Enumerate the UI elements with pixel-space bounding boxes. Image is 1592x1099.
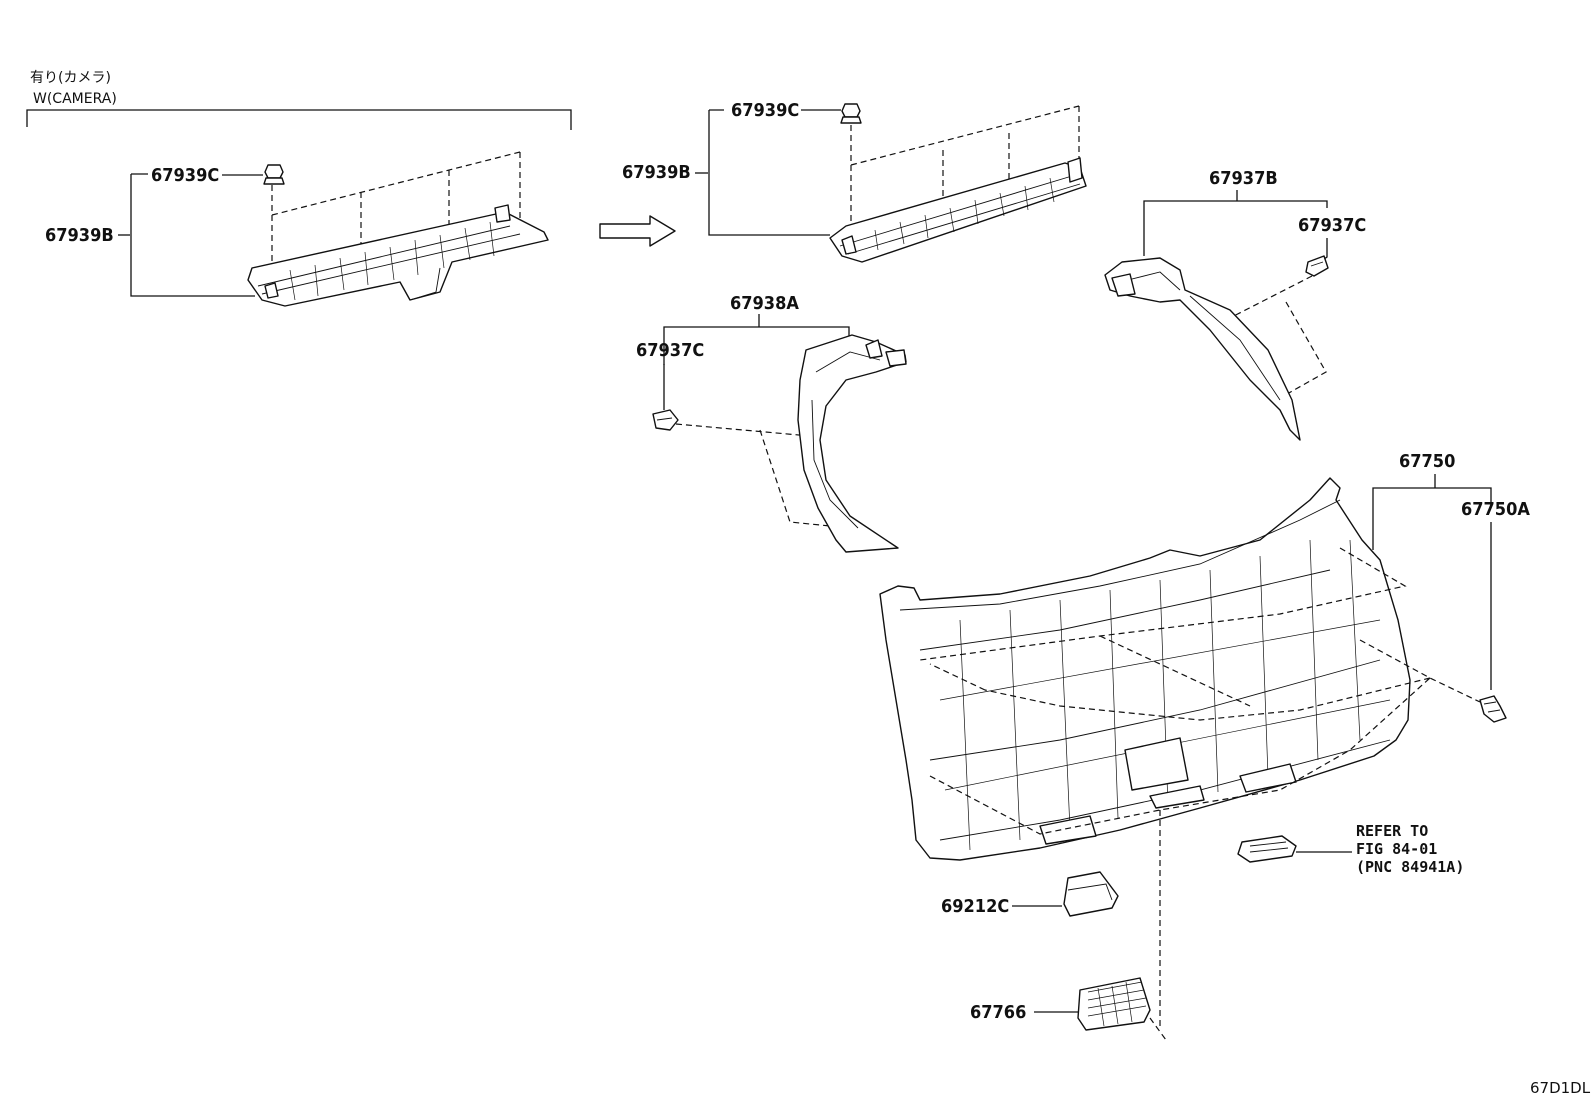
clip-icon: [1479, 695, 1507, 723]
refer-line1[interactable]: REFER TO: [1356, 822, 1428, 840]
variant-note: 有り(カメラ) W(CAMERA): [26, 70, 572, 130]
pillar-garnish-67937B: 67937B 67937C: [1104, 168, 1366, 441]
upper-garnish-camera: [247, 204, 549, 307]
pillar-garnish-67938A: 67938A 67937C: [636, 293, 907, 553]
figure-id: 67D1DL: [1530, 1079, 1591, 1097]
label-67937B[interactable]: 67937B: [1209, 168, 1278, 189]
refer-line2[interactable]: FIG 84-01: [1356, 840, 1437, 858]
handle-icon: [1237, 835, 1297, 863]
bracket-67750: [1372, 474, 1492, 550]
clip-icon: [840, 103, 862, 124]
label-67939C-left[interactable]: 67939C: [151, 165, 219, 186]
variant-bracket: [26, 109, 572, 130]
arrow-icon: [599, 215, 676, 247]
label-67750A[interactable]: 67750A: [1461, 499, 1530, 520]
board-opening-center: [1124, 737, 1189, 791]
clip-icon: [1305, 255, 1329, 277]
bracket-67938A: [663, 314, 850, 365]
clip-icon: [652, 409, 679, 431]
garnish-camera-variant: 67939C 67939B: [45, 151, 549, 307]
label-67938A[interactable]: 67938A: [730, 293, 799, 314]
clip-icon: [263, 164, 285, 185]
refer-line3[interactable]: (PNC 84941A): [1356, 858, 1464, 876]
label-67939B-left[interactable]: 67939B: [45, 225, 114, 246]
back-door-trim-board-67750: 67750 67750A: [879, 451, 1530, 1030]
label-67766[interactable]: 67766: [970, 1002, 1026, 1023]
board-opening-right: [1239, 763, 1297, 793]
label-67750[interactable]: 67750: [1399, 451, 1455, 472]
part-67766: 67766: [970, 977, 1167, 1041]
label-69212C[interactable]: 69212C: [941, 896, 1009, 917]
label-67939B-right[interactable]: 67939B: [622, 162, 691, 183]
label-67937C-right[interactable]: 67937C: [1298, 215, 1366, 236]
grille-icon: [1077, 977, 1151, 1031]
cover-icon: [1063, 871, 1119, 917]
bracket-67937B: [1143, 190, 1328, 256]
part-69212C: 69212C: [941, 871, 1119, 917]
bracket-67939B-left: [130, 173, 255, 297]
upper-garnish-standard: [829, 157, 1087, 263]
garnish-standard: 67939C 67939B: [622, 100, 1087, 263]
variant-note-en: W(CAMERA): [33, 91, 117, 107]
variant-note-jp: 有り(カメラ): [30, 70, 111, 86]
bracket-67939B-right: [708, 109, 830, 236]
label-67939C-right[interactable]: 67939C: [731, 100, 799, 121]
board-opening-left: [1039, 815, 1097, 845]
refer-handle: REFER TO FIG 84-01 (PNC 84941A): [1237, 822, 1464, 876]
label-67937C-left[interactable]: 67937C: [636, 340, 704, 361]
